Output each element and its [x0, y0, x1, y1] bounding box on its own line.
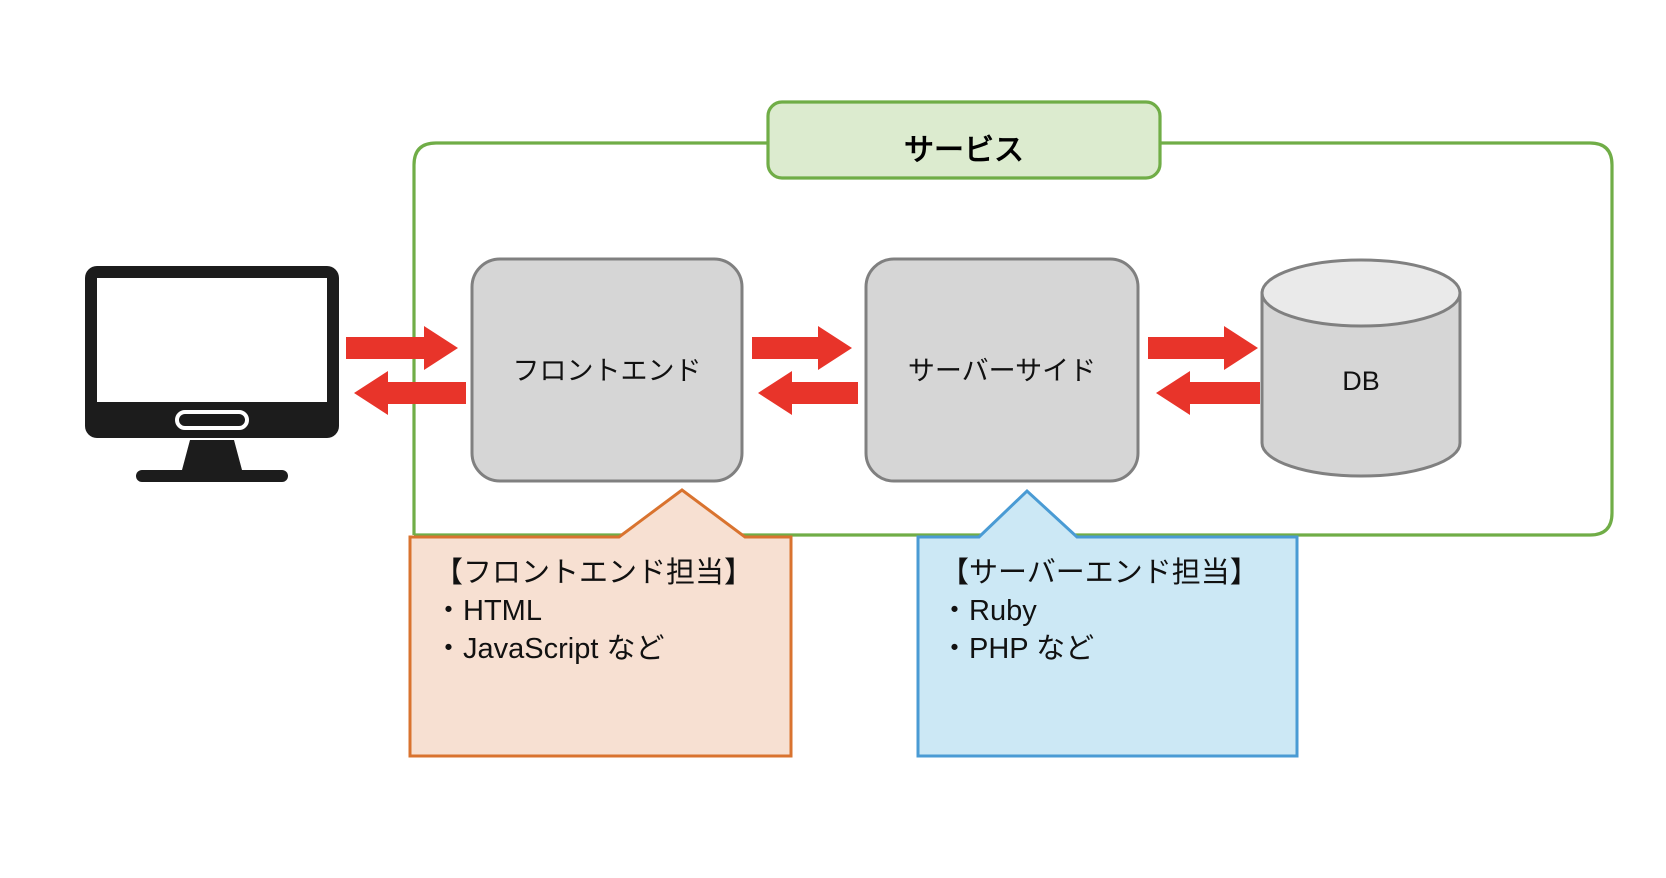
- server-callout-line-2: ・Ruby: [940, 595, 1037, 627]
- server-callout-shape: [916, 488, 1299, 758]
- monitor-screen: [97, 278, 327, 402]
- frontend-callout-line-2: ・HTML: [434, 595, 542, 627]
- server-callout-line-3: ・PHP など: [940, 633, 1094, 665]
- db-label: DB: [1342, 366, 1380, 396]
- arrow-client-to-frontend: [346, 326, 458, 370]
- monitor-indicator: [175, 410, 249, 430]
- arrow-frontend-to-client: [354, 371, 466, 415]
- service-boundary-right-path: [414, 141, 1614, 537]
- arrow-frontend-to-server: [752, 326, 852, 370]
- frontend-box-rect: [470, 257, 744, 483]
- arrow-server-to-frontend: [758, 371, 858, 415]
- frontend-callout-line-3: ・JavaScript など: [434, 633, 664, 665]
- frontend-node: フロントエンド: [470, 257, 744, 483]
- service-boundary-left-path: [412, 141, 817, 535]
- db-cylinder-top: [1260, 258, 1462, 328]
- arrow-server-to-db: [1148, 326, 1258, 370]
- frontend-callout-line-1: 【フロントエンド担当】: [434, 556, 753, 589]
- desktop-monitor-icon: [85, 266, 339, 482]
- monitor-neck: [182, 440, 242, 470]
- service-title-box: サービス: [766, 100, 1162, 180]
- arrow-db-to-server: [1156, 371, 1260, 415]
- frontend-callout: 【フロントエンド担当】 ・HTML ・JavaScript など: [408, 488, 793, 758]
- monitor-base: [136, 470, 288, 482]
- serverside-box-rect: [864, 257, 1140, 483]
- service-label: サービス: [904, 134, 1024, 167]
- frontend-label: フロントエンド: [513, 356, 702, 386]
- server-callout: 【サーバーエンド担当】 ・Ruby ・PHP など: [916, 488, 1299, 758]
- server-callout-line-1: 【サーバーエンド担当】: [940, 556, 1259, 589]
- serverside-node: サーバーサイド: [864, 257, 1140, 483]
- db-cylinder-body: [1260, 291, 1462, 478]
- service-box-rect: [766, 100, 1162, 180]
- service-boundary-group: [412, 141, 1614, 537]
- frontend-callout-shape: [408, 488, 793, 758]
- serverside-label: サーバーサイド: [908, 356, 1096, 386]
- db-node: DB: [1260, 258, 1462, 478]
- arrows-group: [346, 326, 1260, 415]
